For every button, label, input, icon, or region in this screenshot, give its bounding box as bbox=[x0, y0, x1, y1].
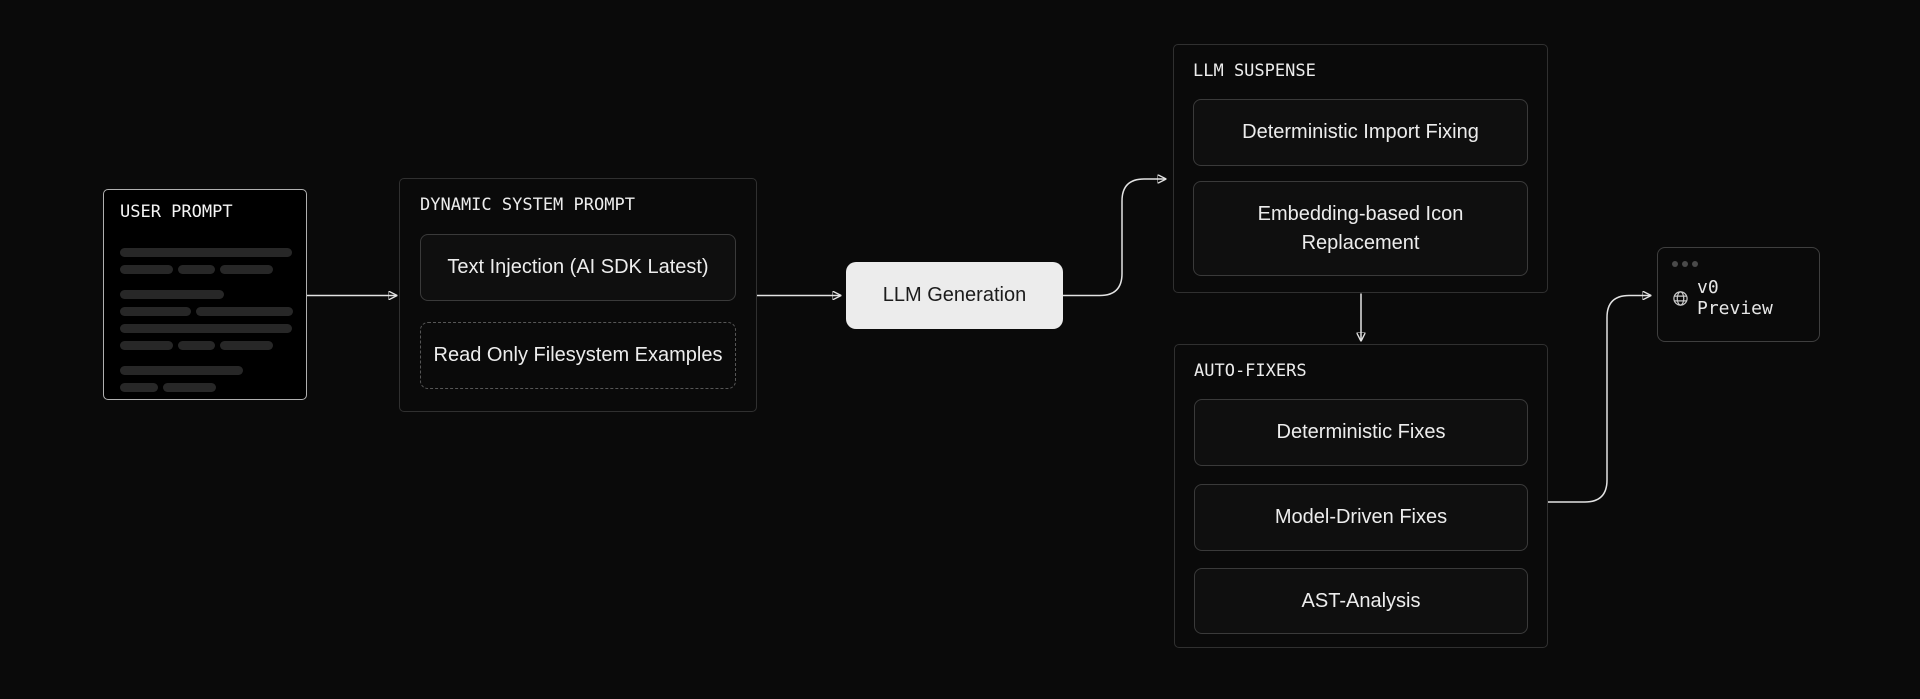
model-driven-fixes-label: Model-Driven Fixes bbox=[1274, 506, 1448, 528]
readonly-filesystem-label: Read Only Filesystem Examples bbox=[433, 344, 723, 366]
llm-generation-node: LLM Generation bbox=[846, 262, 1063, 329]
window-dot bbox=[1672, 261, 1678, 267]
skeleton-line bbox=[220, 265, 273, 274]
embedding-icon-replacement-label: Embedding-based Icon Replacement bbox=[1257, 202, 1464, 254]
user-prompt-title: USER PROMPT bbox=[120, 202, 233, 222]
window-dot bbox=[1692, 261, 1698, 267]
deterministic-fixes-label: Deterministic Fixes bbox=[1276, 421, 1446, 443]
user-prompt-node: USER PROMPT bbox=[103, 189, 307, 400]
skeleton-row bbox=[120, 341, 290, 350]
llm-generation-label: LLM Generation bbox=[882, 284, 1027, 306]
window-dot bbox=[1682, 261, 1688, 267]
dynamic-system-prompt-title: DYNAMIC SYSTEM PROMPT bbox=[420, 195, 635, 215]
deterministic-import-fixing-label: Deterministic Import Fixing bbox=[1242, 121, 1479, 143]
v0-preview-node: v0 Preview bbox=[1657, 247, 1820, 342]
skeleton-row bbox=[120, 383, 290, 392]
browser-window-dots bbox=[1672, 261, 1805, 267]
text-injection-label: Text Injection (AI SDK Latest) bbox=[447, 256, 709, 278]
skeleton-row bbox=[120, 366, 290, 375]
skeleton-line bbox=[120, 290, 224, 299]
auto-fixers-group: AUTO-FIXERS Deterministic Fixes Model-Dr… bbox=[1174, 344, 1548, 648]
skeleton-line bbox=[120, 265, 173, 274]
skeleton-row bbox=[120, 324, 292, 333]
embedding-icon-replacement-node: Embedding-based Icon Replacement bbox=[1193, 181, 1528, 276]
skeleton-line bbox=[120, 324, 292, 333]
skeleton-line bbox=[220, 341, 273, 350]
globe-icon bbox=[1672, 290, 1689, 307]
skeleton-line bbox=[120, 383, 158, 392]
deterministic-fixes-node: Deterministic Fixes bbox=[1194, 399, 1528, 466]
skeleton-line bbox=[120, 307, 191, 316]
deterministic-import-fixing-node: Deterministic Import Fixing bbox=[1193, 99, 1528, 166]
skeleton-line bbox=[163, 383, 216, 392]
readonly-filesystem-node: Read Only Filesystem Examples bbox=[420, 322, 736, 389]
skeleton-line bbox=[120, 366, 243, 375]
skeleton-line bbox=[196, 307, 293, 316]
ast-analysis-node: AST-Analysis bbox=[1194, 568, 1528, 634]
text-injection-node: Text Injection (AI SDK Latest) bbox=[420, 234, 736, 301]
llm-suspense-group: LLM SUSPENSE Deterministic Import Fixing… bbox=[1173, 44, 1548, 293]
v0-preview-label: v0 Preview bbox=[1697, 277, 1773, 319]
skeleton-line bbox=[178, 265, 215, 274]
auto-fixers-title: AUTO-FIXERS bbox=[1194, 361, 1307, 381]
ast-analysis-label: AST-Analysis bbox=[1301, 589, 1421, 612]
user-prompt-skeleton bbox=[120, 248, 293, 392]
llm-suspense-title: LLM SUSPENSE bbox=[1193, 61, 1316, 81]
skeleton-line bbox=[120, 341, 173, 350]
skeleton-row bbox=[120, 290, 290, 299]
connector-auto-fixers-to-v0-preview bbox=[1547, 296, 1650, 503]
connector-llm-generation-to-llm-suspense bbox=[1062, 179, 1165, 297]
skeleton-line bbox=[120, 248, 292, 257]
skeleton-row bbox=[120, 248, 292, 257]
skeleton-row bbox=[120, 307, 293, 316]
model-driven-fixes-node: Model-Driven Fixes bbox=[1194, 484, 1528, 551]
skeleton-line bbox=[178, 341, 215, 350]
dynamic-system-prompt-group: DYNAMIC SYSTEM PROMPT Text Injection (AI… bbox=[399, 178, 757, 412]
skeleton-row bbox=[120, 265, 290, 274]
